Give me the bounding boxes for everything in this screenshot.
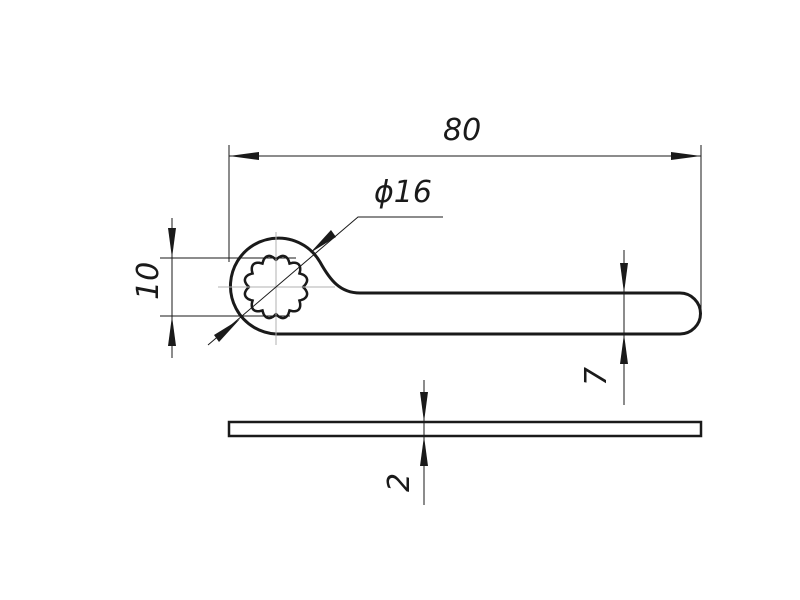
dimension-text-80: 80: [443, 113, 481, 148]
dimension-ring-diameter: ϕ16: [207, 175, 443, 346]
arrow-icon: [310, 230, 336, 253]
dimension-inner-opening: 10: [131, 218, 296, 358]
arrow-icon: [168, 228, 176, 258]
dimension-handle-width: 7: [579, 250, 628, 405]
dimension-overall-length: 80: [228, 113, 702, 310]
wrench-outline: [228, 236, 702, 336]
dimension-thickness: 2: [382, 380, 428, 505]
wrench-top-view: [218, 232, 702, 345]
arrow-icon: [671, 152, 701, 160]
dimension-text-2: 2: [382, 473, 417, 492]
dimension-text-phi16: ϕ16: [374, 175, 432, 210]
arrow-icon: [214, 319, 240, 342]
wrench-side-view: [227, 420, 703, 438]
arrow-icon: [420, 392, 428, 422]
arrow-icon: [620, 263, 628, 293]
arrow-icon: [620, 334, 628, 364]
leader-line: [207, 216, 443, 346]
dimension-text-7: 7: [579, 367, 614, 386]
arrow-icon: [168, 316, 176, 346]
arrow-icon: [229, 152, 259, 160]
arrow-icon: [420, 436, 428, 466]
dimension-text-10: 10: [131, 262, 166, 300]
